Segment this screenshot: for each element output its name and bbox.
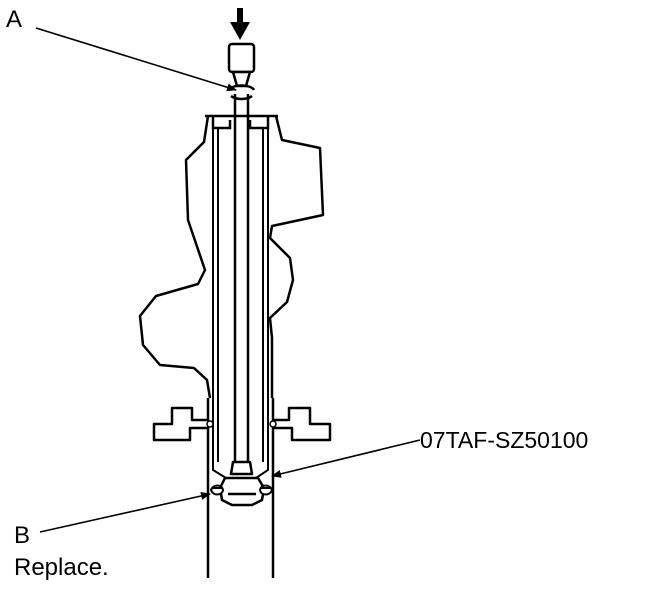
press-arrow-icon bbox=[230, 8, 250, 40]
strut-top-cap bbox=[205, 114, 278, 130]
oil-seal-b bbox=[209, 484, 274, 496]
label-a: A bbox=[6, 6, 23, 33]
piston-rod bbox=[227, 84, 256, 462]
label-tool-number: 07TAF-SZ50100 bbox=[420, 427, 589, 453]
leader-a bbox=[35, 27, 237, 92]
leader-tool bbox=[271, 439, 421, 478]
label-b: B bbox=[14, 522, 31, 549]
right-bracket-pin bbox=[269, 420, 277, 428]
left-bracket-pin bbox=[206, 420, 214, 428]
leader-lines bbox=[35, 27, 421, 533]
right-bracket bbox=[273, 406, 332, 442]
strut-body bbox=[138, 115, 325, 399]
seal-installer-tool bbox=[218, 460, 266, 507]
leader-b bbox=[39, 492, 211, 533]
inner-cylinder bbox=[212, 128, 269, 479]
left-bracket bbox=[152, 406, 208, 442]
label-b-note: Replace. bbox=[14, 554, 109, 581]
press-adapter bbox=[227, 42, 256, 88]
